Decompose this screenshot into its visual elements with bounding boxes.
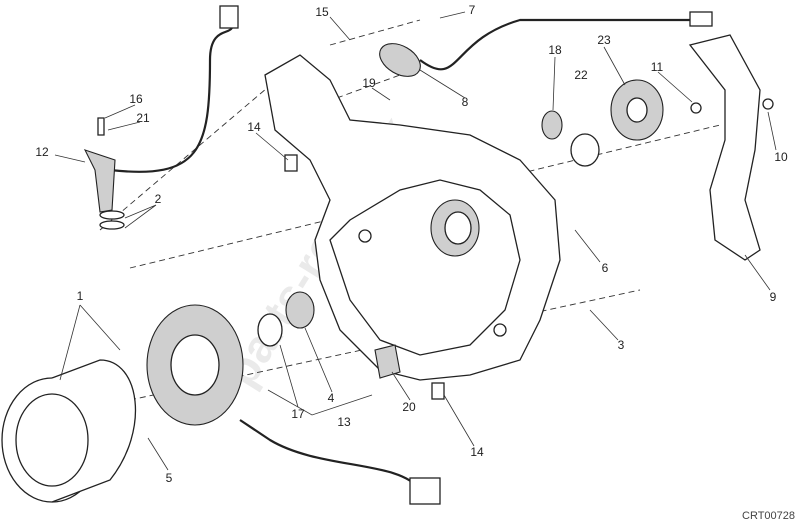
label-4: 4 xyxy=(328,391,335,405)
dowel xyxy=(431,382,445,400)
label-18: 18 xyxy=(548,43,562,57)
speed-sensor xyxy=(83,5,239,230)
label-13: 13 xyxy=(337,415,351,429)
part-number-labels: 15 7 18 23 11 16 21 12 2 19 8 22 14 10 6… xyxy=(35,3,788,485)
o-ring xyxy=(570,133,600,167)
dowel xyxy=(284,154,298,172)
label-9: 9 xyxy=(770,290,777,304)
label-22: 22 xyxy=(574,68,588,82)
label-11: 11 xyxy=(651,60,664,74)
cable-guard xyxy=(688,34,761,261)
label-16: 16 xyxy=(129,92,143,106)
flywheel-rotor xyxy=(1,359,137,503)
gasket-piece xyxy=(374,344,401,379)
seal-kit-bracket xyxy=(267,389,373,416)
label-23: 23 xyxy=(597,33,611,47)
label-10: 10 xyxy=(774,150,788,164)
label-5: 5 xyxy=(166,471,173,485)
label-12: 12 xyxy=(35,145,49,159)
bearing xyxy=(285,291,315,329)
stator xyxy=(146,304,441,505)
label-8: 8 xyxy=(462,95,469,109)
label-1: 1 xyxy=(77,289,84,303)
leader-lines xyxy=(54,11,777,471)
circlip xyxy=(257,313,283,347)
generator-cover xyxy=(264,54,561,381)
label-7: 7 xyxy=(469,3,476,17)
assembly-axis-lines xyxy=(99,19,421,231)
seal-ring xyxy=(541,110,563,140)
label-6: 6 xyxy=(602,261,609,275)
label-21: 21 xyxy=(136,111,150,125)
label-20: 20 xyxy=(402,400,416,414)
label-15: 15 xyxy=(315,5,329,19)
label-2: 2 xyxy=(155,192,162,206)
screw xyxy=(690,102,702,114)
label-3: 3 xyxy=(618,338,625,352)
label-19: 19 xyxy=(362,76,376,90)
pickup-plate xyxy=(379,11,713,77)
drawing-code: CRT00728 xyxy=(742,510,795,522)
label-17: 17 xyxy=(291,407,305,421)
label-14: 14 xyxy=(247,120,261,134)
label-14b: 14 xyxy=(470,445,484,459)
